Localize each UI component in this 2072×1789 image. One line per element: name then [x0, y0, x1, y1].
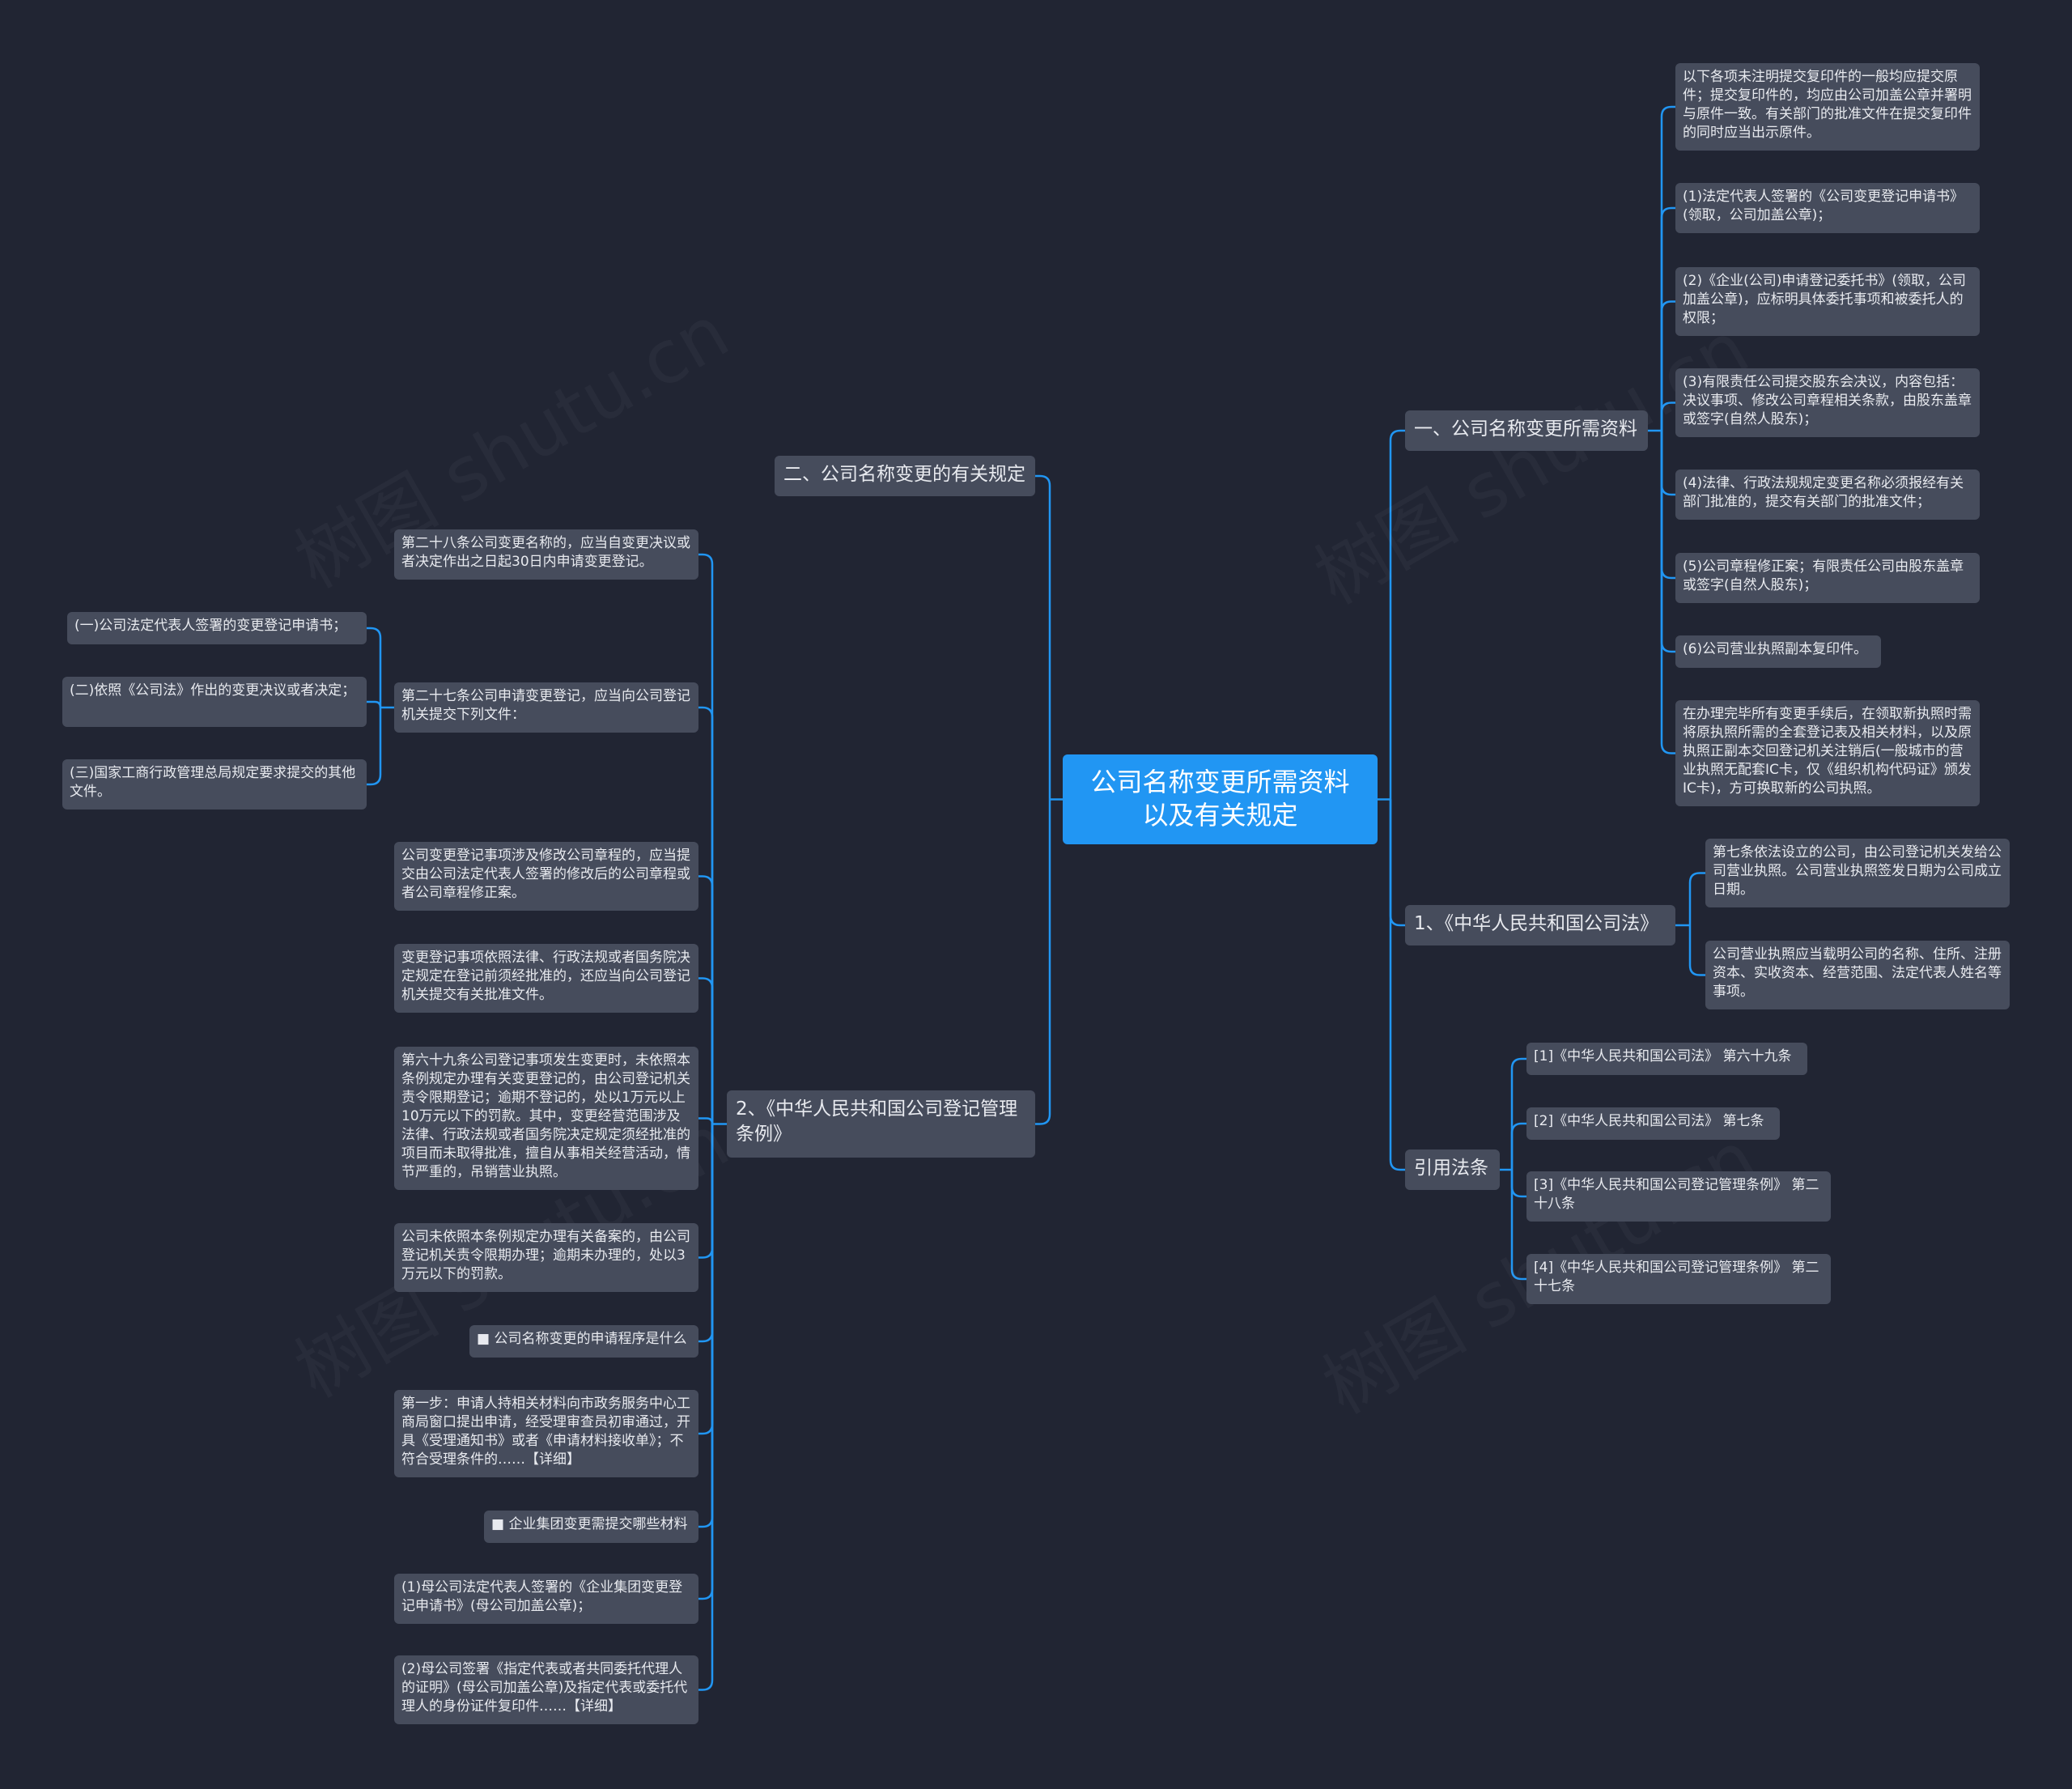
- connector-line: [1389, 799, 1405, 1171]
- connector-line: [367, 627, 382, 708]
- material-item[interactable]: (5)公司章程修正案；有限责任公司由股东盖章或签字(自然人股东)；: [1675, 553, 1980, 603]
- connector-line: [1510, 1122, 1526, 1170]
- article27-item[interactable]: (一)公司法定代表人签署的变更登记申请书；: [67, 612, 367, 644]
- connector-line: [1660, 431, 1675, 754]
- connector-line: [698, 706, 714, 1124]
- connector-line: [1510, 1170, 1526, 1281]
- connector-line: [698, 553, 714, 1124]
- regulation-item[interactable]: 第一步：申请人持相关材料向市政务服务中心工商局窗口提出申请，经受理审查员初审通过…: [394, 1390, 698, 1477]
- connector-line: [1660, 431, 1675, 496]
- material-item[interactable]: 以下各项未注明提交复印件的一般均应提交原件；提交复印件的，均应由公司加盖公章并署…: [1675, 63, 1980, 151]
- connector-line: [698, 875, 714, 1124]
- connector-line: [698, 1124, 714, 1435]
- connector-line: [698, 1124, 714, 1691]
- company-law-item[interactable]: 第七条依法设立的公司，由公司登记机关发给公司营业执照。公司营业执照签发日期为公司…: [1705, 839, 2010, 907]
- material-item[interactable]: (1)法定代表人签署的《公司变更登记申请书》(领取，公司加盖公章)；: [1675, 183, 1980, 233]
- citation-item[interactable]: [3]《中华人民共和国公司登记管理条例》 第二十八条: [1526, 1171, 1831, 1222]
- branch-registration-rules[interactable]: 2、《中华人民共和国公司登记管理条例》: [727, 1090, 1035, 1158]
- connector-line: [698, 1124, 714, 1528]
- citation-item[interactable]: [2]《中华人民共和国公司法》 第七条: [1526, 1107, 1780, 1140]
- connector-line: [1035, 799, 1051, 1125]
- company-law-item[interactable]: 公司营业执照应当载明公司的名称、住所、注册资本、实收资本、经营范围、法定代表人姓…: [1705, 941, 2010, 1009]
- material-item[interactable]: (6)公司营业执照副本复印件。: [1675, 635, 1881, 668]
- connector-line: [1510, 1170, 1526, 1198]
- root-topic[interactable]: 公司名称变更所需资料以及有关规定: [1063, 754, 1378, 844]
- material-item[interactable]: (2)《企业(公司)申请登记委托书》(领取，公司加盖公章)，应标明具体委托事项和…: [1675, 267, 1980, 336]
- regulation-item[interactable]: 公司未依照本条例规定办理有关备案的，由公司登记机关责令限期办理；逾期未办理的，处…: [394, 1223, 698, 1292]
- connector-line: [1660, 206, 1675, 431]
- citation-item[interactable]: [4]《中华人民共和国公司登记管理条例》 第二十七条: [1526, 1254, 1831, 1304]
- regulation-link-group-materials[interactable]: ■ 企业集团变更需提交哪些材料: [484, 1511, 698, 1543]
- regulation-item[interactable]: 第二十七条公司申请变更登记，应当向公司登记机关提交下列文件：: [394, 682, 698, 733]
- branch-citations[interactable]: 引用法条: [1405, 1149, 1500, 1190]
- regulation-item[interactable]: 变更登记事项依照法律、行政法规或者国务院决定规定在登记前须经批准的，还应当向公司…: [394, 944, 698, 1013]
- connector-line: [367, 708, 382, 786]
- connector-line: [1688, 872, 1705, 925]
- article27-item[interactable]: (三)国家工商行政管理总局规定要求提交的其他文件。: [62, 759, 367, 810]
- material-item[interactable]: (4)法律、行政法规规定变更名称必须报经有关部门批准的，提交有关部门的批准文件；: [1675, 470, 1980, 520]
- branch-regulations[interactable]: 二、公司名称变更的有关规定: [775, 456, 1035, 496]
- material-item[interactable]: (3)有限责任公司提交股东会决议，内容包括：决议事项、修改公司章程相关条款，由股…: [1675, 368, 1980, 437]
- regulation-link-procedure[interactable]: ■ 公司名称变更的申请程序是什么: [469, 1325, 698, 1358]
- connector-line: [1035, 474, 1051, 800]
- connector-line: [698, 1117, 714, 1124]
- regulation-item[interactable]: (2)母公司签署《指定代表或者共同委托代理人的证明》(母公司加盖公章)及指定代表…: [394, 1655, 698, 1724]
- connector-line: [1660, 300, 1675, 431]
- branch-company-law[interactable]: 1、《中华人民共和国公司法》: [1405, 905, 1675, 945]
- connector-line: [698, 977, 714, 1124]
- connector-line: [1660, 431, 1675, 580]
- article27-item[interactable]: (二)依照《公司法》作出的变更决议或者决定；: [62, 677, 367, 727]
- regulation-item[interactable]: 第六十九条公司登记事项发生变更时，未依照本条例规定办理有关变更登记的，由公司登记…: [394, 1047, 698, 1190]
- connector-line: [1660, 105, 1675, 431]
- connector-line: [698, 1124, 714, 1259]
- connector-line: [698, 1124, 714, 1343]
- connector-line: [367, 700, 382, 708]
- connector-line: [1510, 1057, 1526, 1170]
- regulation-item[interactable]: (1)母公司法定代表人签署的《企业集团变更登记申请书》(母公司加盖公章)；: [394, 1574, 698, 1624]
- citation-item[interactable]: [1]《中华人民共和国公司法》 第六十九条: [1526, 1043, 1807, 1075]
- connector-line: [1688, 925, 1705, 976]
- material-item[interactable]: 在办理完毕所有变更手续后，在领取新执照时需将原执照所需的全套登记表及相关材料，以…: [1675, 700, 1980, 806]
- connector-line: [1389, 429, 1405, 800]
- branch-materials[interactable]: 一、公司名称变更所需资料: [1405, 410, 1648, 451]
- regulation-item[interactable]: 第二十八条公司变更名称的，应当自变更决议或者决定作出之日起30日内申请变更登记。: [394, 529, 698, 580]
- regulation-item[interactable]: 公司变更登记事项涉及修改公司章程的，应当提交由公司法定代表人签署的修改后的公司章…: [394, 842, 698, 911]
- connector-line: [1660, 402, 1675, 431]
- connector-line: [1660, 431, 1675, 653]
- connector-line: [1389, 799, 1405, 927]
